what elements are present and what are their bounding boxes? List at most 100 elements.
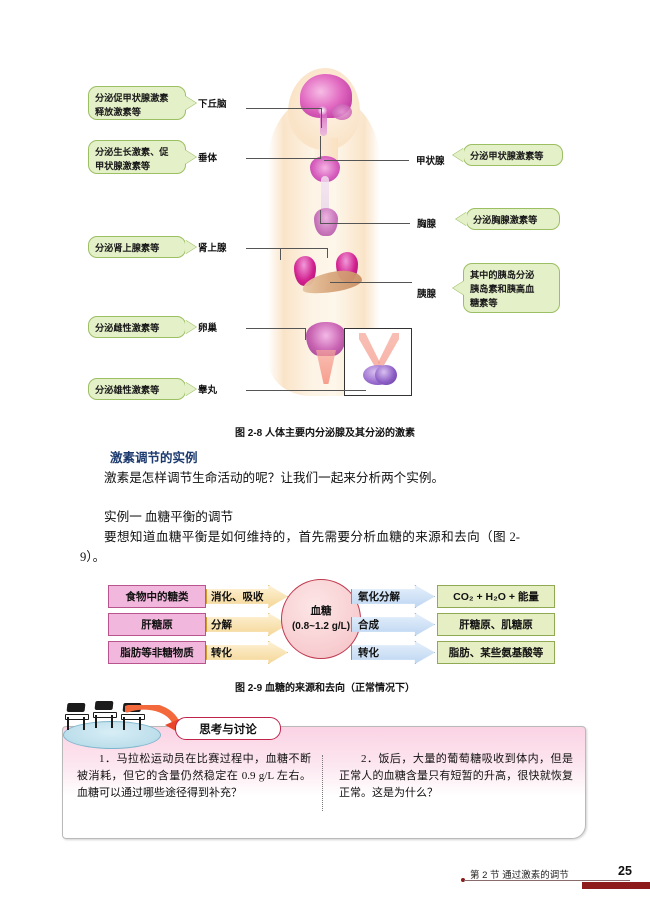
callout-tail-icon bbox=[185, 382, 196, 396]
source-box-liver-glycogen: 肝糖原 bbox=[108, 613, 206, 636]
figure-2-9-blood-glucose-flow: 食物中的糖类 肝糖原 脂肪等非糖物质 消化、吸收 分解 转化 血糖 (0.8~1… bbox=[0, 578, 650, 674]
figure-2-8-endocrine-diagram: 分泌促甲状腺激素 释放激素等 下丘脑 分泌生长激素、促 甲状腺激素等 垂体 分泌… bbox=[0, 60, 650, 425]
human-body-illustration bbox=[232, 60, 422, 420]
organ-label-pancreas: 胰腺 bbox=[417, 289, 437, 300]
footer-dot-icon bbox=[461, 878, 465, 882]
leader-line-adrenal-v1 bbox=[280, 248, 281, 260]
organ-label-ovary: 卵巢 bbox=[198, 323, 218, 334]
cerebellum-organ bbox=[332, 104, 352, 120]
callout-line-2: 胰岛素和胰高血 bbox=[470, 284, 535, 294]
chair-icon-1 bbox=[65, 703, 89, 730]
question-divider bbox=[322, 755, 323, 811]
discussion-question-2-text: 2．饭后，大量的葡萄糖吸收到体内，但是正常人的血糖含量只有短暂的升高，很快就恢复… bbox=[339, 753, 573, 799]
pituitary-gland-organ bbox=[318, 106, 327, 115]
callout-tail-icon bbox=[185, 320, 196, 334]
page-number: 25 bbox=[618, 864, 632, 878]
callout-pancreas-secretion: 其中的胰岛分泌 胰岛素和胰高血 糖素等 bbox=[453, 263, 560, 313]
figure-2-8-caption: 图 2-8 人体主要内分泌腺及其分泌的激素 bbox=[234, 428, 415, 439]
arrow-conversion-out: 转化 bbox=[351, 641, 435, 664]
leader-line-thymus-vert bbox=[320, 210, 321, 223]
leader-line-adrenal-v2 bbox=[327, 248, 328, 258]
callout-tail-icon bbox=[456, 212, 467, 226]
discussion-panel: 思考与讨论 1．马拉松运动员在比赛过程中，血糖不断被消耗，但它的含量仍然稳定在 … bbox=[62, 701, 586, 839]
footer-section-title: 第 2 节 通过激素的调节 bbox=[470, 870, 569, 881]
callout-line-1: 分泌肾上腺素等 bbox=[95, 243, 160, 253]
dest-box-co2-water-energy: CO₂ + H₂O + 能量 bbox=[437, 585, 555, 608]
callout-line-1: 分泌胸腺激素等 bbox=[473, 215, 538, 225]
dest-box-glycogen: 肝糖原、肌糖原 bbox=[437, 613, 555, 636]
discussion-question-1: 1．马拉松运动员在比赛过程中，血糖不断被消耗，但它的含量仍然稳定在 0.9 g/… bbox=[77, 751, 311, 802]
callout-line-1: 分泌促甲状腺激素 bbox=[95, 93, 169, 103]
chair-icon-2 bbox=[93, 701, 117, 728]
paragraph-example-title: 实例一 血糖平衡的调节 bbox=[80, 508, 520, 528]
callout-thymus-secretion: 分泌胸腺激素等 bbox=[456, 208, 560, 230]
leader-line-testis bbox=[246, 390, 366, 391]
trachea-shape bbox=[321, 176, 329, 212]
paragraph-intro-text: 激素是怎样调节生命活动的呢？让我们一起来分析两个实例。 bbox=[104, 471, 445, 485]
thymus-gland-organ bbox=[314, 208, 338, 236]
discussion-table-icon bbox=[59, 699, 183, 749]
organ-label-testis: 睾丸 bbox=[198, 385, 218, 396]
callout-tail-icon bbox=[185, 96, 196, 110]
arrow-oxidative-decomposition: 氧化分解 bbox=[351, 585, 435, 608]
callout-line-2: 甲状腺激素等 bbox=[95, 161, 151, 171]
callout-hypothalamus-secretion: 分泌促甲状腺激素 释放激素等 bbox=[88, 86, 196, 120]
dest-box-fat-amino-acids: 脂肪、某些氨基酸等 bbox=[437, 641, 555, 664]
leader-line-ovary bbox=[246, 328, 306, 329]
leader-line-ovary-vert bbox=[305, 328, 306, 340]
arrow-conversion-in: 转化 bbox=[206, 641, 288, 664]
leader-line-pituitary bbox=[246, 158, 321, 159]
example-body-text: 要想知道血糖平衡是如何维持的，首先需要分析血糖的来源和去向（图 2-9）。 bbox=[80, 530, 520, 564]
callout-tail-icon bbox=[185, 240, 196, 254]
callout-tail-icon bbox=[453, 148, 464, 162]
testes-inset-box bbox=[344, 328, 412, 396]
paragraph-intro: 激素是怎样调节生命活动的呢？让我们一起来分析两个实例。 bbox=[80, 469, 520, 489]
organ-label-thymus: 胸腺 bbox=[417, 219, 437, 230]
footer-color-bar bbox=[582, 882, 650, 889]
callout-line-1: 分泌雄性激素等 bbox=[95, 385, 160, 395]
callout-tail-icon bbox=[453, 281, 464, 295]
discussion-question-2: 2．饭后，大量的葡萄糖吸收到体内，但是正常人的血糖含量只有短暂的升高，很快就恢复… bbox=[339, 751, 573, 802]
leader-line-hypothalamus bbox=[246, 108, 322, 109]
callout-testis-secretion: 分泌雄性激素等 bbox=[88, 378, 196, 400]
callout-line-3: 糖素等 bbox=[470, 298, 498, 308]
leader-line-pancreas bbox=[330, 282, 412, 283]
figure-2-9-caption: 图 2-9 血糖的来源和去向（正常情况下） bbox=[234, 683, 415, 694]
discussion-title-text: 思考与讨论 bbox=[199, 723, 257, 736]
testis-right-organ bbox=[375, 365, 397, 385]
arrow-synthesis: 合成 bbox=[351, 613, 435, 636]
callout-tail-icon bbox=[185, 150, 196, 164]
source-box-non-sugar-substances: 脂肪等非糖物质 bbox=[108, 641, 206, 664]
callout-line-1: 其中的胰岛分泌 bbox=[470, 270, 535, 280]
blood-glucose-label: 血糖 bbox=[310, 605, 332, 617]
callout-line-2: 释放激素等 bbox=[95, 107, 141, 117]
callout-line-1: 分泌甲状腺激素等 bbox=[470, 151, 544, 161]
arrow-digestion-absorption: 消化、吸收 bbox=[206, 585, 288, 608]
arrow-decomposition: 分解 bbox=[206, 613, 288, 636]
blood-glucose-range: (0.8~1.2 g/L) bbox=[291, 621, 351, 632]
brain-stem-organ bbox=[320, 110, 327, 136]
callout-line-1: 分泌生长激素、促 bbox=[95, 147, 169, 157]
leader-line-hypothalamus-vert bbox=[321, 108, 322, 128]
discussion-question-1-text: 1．马拉松运动员在比赛过程中，血糖不断被消耗，但它的含量仍然稳定在 0.9 g/… bbox=[77, 753, 311, 799]
section-heading: 激素调节的实例 bbox=[110, 451, 198, 465]
blood-glucose-circle: 血糖 (0.8~1.2 g/L) bbox=[281, 579, 361, 659]
organ-label-hypothalamus: 下丘脑 bbox=[198, 99, 227, 110]
round-table-icon bbox=[63, 721, 161, 749]
callout-adrenal-secretion: 分泌肾上腺素等 bbox=[88, 236, 196, 258]
leader-line-adrenal bbox=[246, 248, 328, 249]
organ-label-pituitary: 垂体 bbox=[198, 153, 218, 164]
leader-line-thyroid bbox=[324, 160, 409, 161]
callout-pituitary-secretion: 分泌生长激素、促 甲状腺激素等 bbox=[88, 140, 196, 174]
example-title-text: 实例一 血糖平衡的调节 bbox=[104, 510, 234, 524]
source-box-dietary-sugar: 食物中的糖类 bbox=[108, 585, 206, 608]
callout-line-1: 分泌雌性激素等 bbox=[95, 323, 160, 333]
leader-line-thymus bbox=[320, 223, 410, 224]
footer-rule bbox=[464, 880, 630, 881]
organ-label-thyroid: 甲状腺 bbox=[416, 156, 445, 167]
chair-icon-3 bbox=[121, 703, 145, 730]
leader-line-pituitary-vert bbox=[320, 136, 321, 158]
callout-thyroid-secretion: 分泌甲状腺激素等 bbox=[453, 144, 563, 166]
discussion-title-pill: 思考与讨论 bbox=[175, 717, 281, 740]
